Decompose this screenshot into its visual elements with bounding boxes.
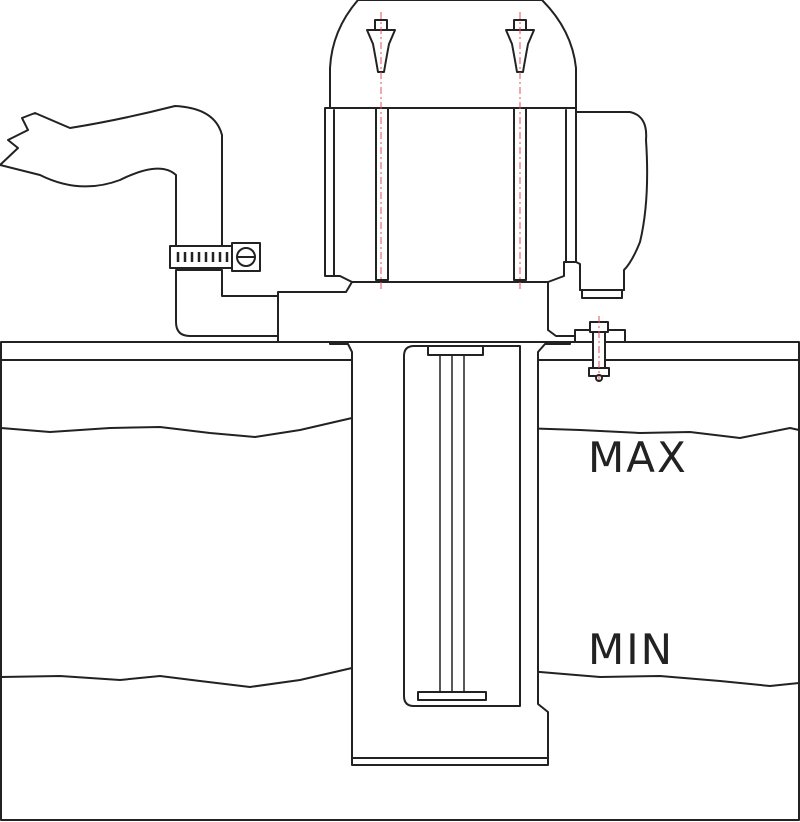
min-label: MIN — [588, 625, 674, 674]
motor-end-cap — [329, 0, 577, 109]
hose — [0, 105, 223, 253]
tie-bolt-right-icon — [505, 19, 535, 73]
pump-column — [329, 341, 571, 766]
outlet-pipe — [175, 269, 279, 337]
terminal-box — [575, 111, 649, 291]
max-label: MAX — [588, 433, 688, 482]
motor-stator — [324, 107, 577, 283]
hose-clamp-icon — [169, 242, 261, 272]
centerlines — [380, 12, 600, 380]
mounting-flange — [277, 281, 626, 343]
